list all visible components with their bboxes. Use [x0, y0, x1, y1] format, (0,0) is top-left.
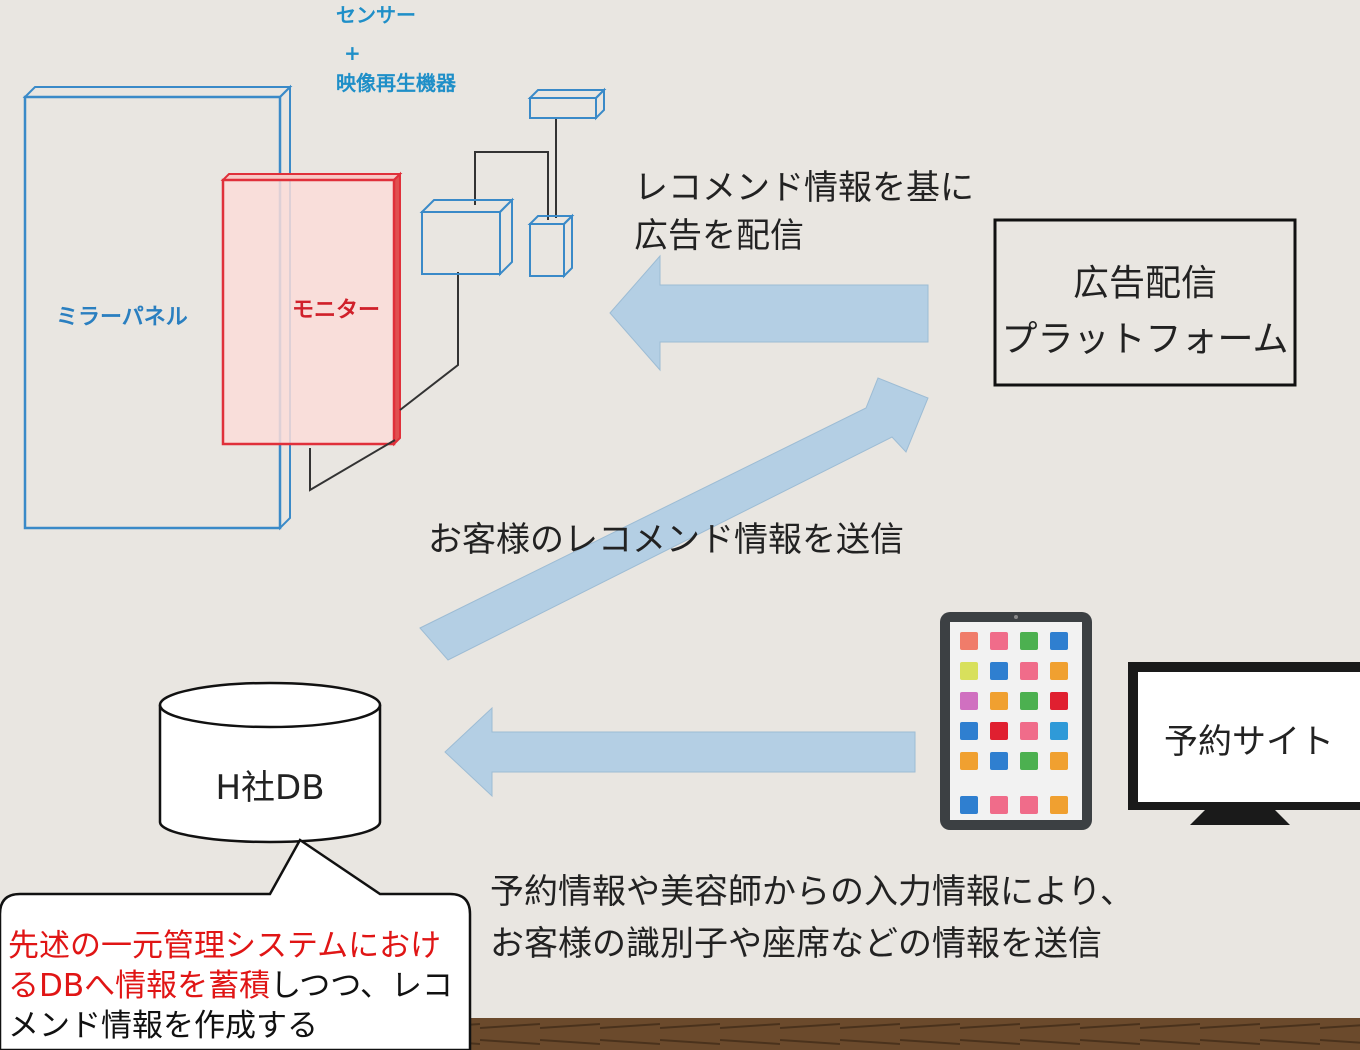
bubble-black-text: しつつ、レコメンド情報を作成する	[8, 968, 454, 1044]
reservation-site-label: 予約サイト	[1164, 722, 1334, 762]
tablet-app-tile	[1020, 662, 1038, 680]
tablet-app-tile	[1050, 632, 1068, 650]
tablet-app-tile	[960, 752, 978, 770]
sensor-devices	[419, 87, 607, 279]
tablet-app-tile	[990, 796, 1008, 814]
bottom-caption-line2: お客様の識別子や座席などの情報を送信	[490, 924, 1102, 964]
arrow-tablet-to-db	[444, 706, 916, 798]
sensor-label-line3: 映像再生機器	[336, 71, 456, 95]
arrows	[419, 254, 929, 798]
tablet-app-tile	[990, 722, 1008, 740]
db-cylinder	[158, 681, 382, 844]
tablet-app-tile	[1050, 662, 1068, 680]
cables	[309, 118, 557, 492]
arrow-top-caption-line2: 広告を配信	[634, 216, 804, 256]
ad-platform-label-line2: プラットフォーム	[1001, 319, 1289, 360]
bubble-red-text: 先述の一元管理システムにおけるDBへ情報を蓄積	[8, 928, 442, 1004]
tablet-app-tile	[990, 752, 1008, 770]
tablet-app-tile	[1050, 796, 1068, 814]
tablet-app-tile	[960, 632, 978, 650]
tablet-app-tile	[1020, 752, 1038, 770]
reservation-site-monitor	[1128, 662, 1360, 825]
arrow-top-caption-line1: レコメンド情報を基に	[634, 168, 974, 208]
tablet-app-tile	[1020, 796, 1038, 814]
tablet-app-tile	[1050, 692, 1068, 710]
arrow-db-to-platform	[419, 377, 929, 661]
tablet-app-tile	[990, 662, 1008, 680]
mirror-panel-label: ミラーパネル	[56, 305, 188, 330]
sensor-label-plus: +	[344, 41, 361, 65]
tablet-app-tile	[960, 722, 978, 740]
arrow-platform-to-mirror	[609, 254, 929, 372]
tablet-app-tile	[990, 692, 1008, 710]
tablet-app-tile	[1020, 632, 1038, 650]
bottom-caption-line1: 予約情報や美容師からの入力情報により、	[490, 872, 1134, 912]
arrow-diag-caption: お客様のレコメンド情報を送信	[428, 520, 904, 560]
sensor-label-line1: センサー	[336, 3, 416, 27]
ad-platform-box	[993, 218, 1297, 387]
monitor-label: モニター	[292, 298, 381, 323]
ad-platform-label-line1: 広告配信	[1072, 263, 1217, 304]
tablet-app-tile	[960, 662, 978, 680]
tablet-app-tile	[1020, 722, 1038, 740]
floor-strip	[470, 1018, 1360, 1050]
tablet-app-tile	[1050, 722, 1068, 740]
tablet	[940, 612, 1092, 830]
speech-bubble	[0, 838, 472, 1050]
tablet-app-tile	[960, 796, 978, 814]
tablet-app-tile	[1020, 692, 1038, 710]
tablet-app-tile	[960, 692, 978, 710]
tablet-app-tile	[1050, 752, 1068, 770]
monitor	[220, 171, 403, 447]
speech-bubble-text: 先述の一元管理システムにおけるDBへ情報を蓄積しつつ、レコメンド情報を作成する	[8, 926, 468, 1046]
tablet-app-tile	[990, 632, 1008, 650]
db-label: H社DB	[215, 768, 325, 808]
